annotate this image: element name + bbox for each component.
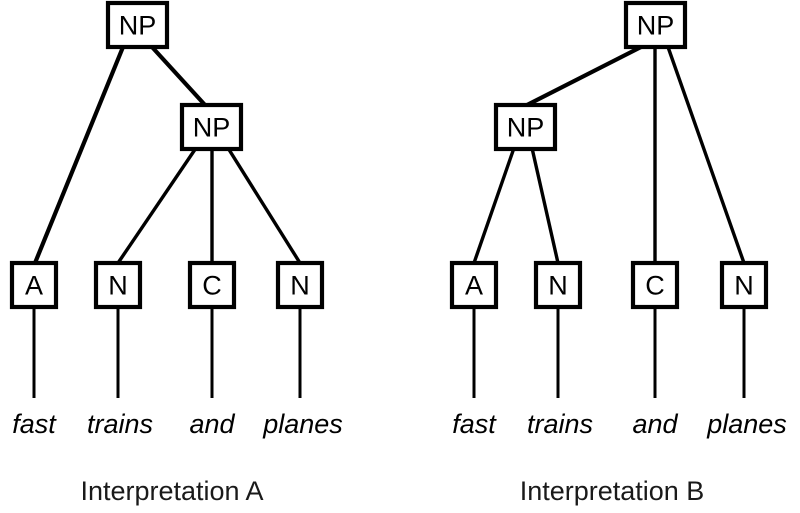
tree-node-a-np-sub[interactable]: NP (179, 102, 244, 152)
node-box-a-pos-n2 (275, 260, 325, 310)
edge-group-interpretation-a (32, 45, 302, 398)
node-label-a-pos-a: A (25, 271, 43, 301)
tree-node-a-pos-n2[interactable]: N (275, 260, 325, 310)
node-box-a-np-root (105, 0, 170, 50)
node-box-a-pos-c (187, 260, 237, 310)
node-box-b-pos-n2 (719, 260, 769, 310)
node-group-interpretation-b: NP NP A N C N (449, 0, 769, 310)
leaf-word-b-word-2: trains (527, 409, 593, 439)
node-label-a-pos-n1: N (108, 271, 128, 301)
tree-caption-interpretation-b: Interpretation B (520, 476, 705, 506)
leaf-word-b-word-1: fast (452, 409, 497, 439)
tree-edge-a-np-root-to-a-np-sub (150, 45, 207, 107)
node-box-a-pos-n1 (93, 260, 143, 310)
node-label-a-pos-c: C (202, 271, 222, 301)
node-box-b-pos-a (449, 260, 499, 310)
leaf-word-a-word-4: planes (262, 409, 343, 439)
node-label-a-pos-n2: N (290, 271, 310, 301)
leaf-word-b-word-4: planes (706, 409, 787, 439)
tree-node-b-pos-n1[interactable]: N (533, 260, 583, 310)
tree-node-b-pos-c[interactable]: C (630, 260, 680, 310)
node-label-a-np-sub: NP (193, 113, 231, 143)
tree-edge-a-np-sub-to-a-pos-n2 (226, 147, 302, 264)
tree-node-b-pos-a[interactable]: A (449, 260, 499, 310)
node-box-b-pos-c (630, 260, 680, 310)
node-label-b-np-sub: NP (507, 113, 545, 143)
tree-node-a-np-root[interactable]: NP (105, 0, 170, 50)
tree-node-a-pos-a[interactable]: A (9, 260, 59, 310)
tree-edge-b-np-sub-to-b-pos-a (472, 147, 516, 264)
tree-edge-a-np-sub-to-a-pos-n1 (116, 147, 198, 264)
node-box-a-np-sub (179, 102, 244, 152)
node-box-a-pos-a (9, 260, 59, 310)
tree-node-b-np-root[interactable]: NP (623, 0, 688, 50)
edge-group-interpretation-b (472, 45, 746, 398)
node-box-b-pos-n1 (533, 260, 583, 310)
node-label-b-np-root: NP (637, 11, 675, 41)
tree-node-a-pos-c[interactable]: C (187, 260, 237, 310)
word-group-interpretation-a: fast trains and planes (12, 409, 343, 439)
node-box-b-np-root (623, 0, 688, 50)
node-label-b-pos-n2: N (734, 271, 754, 301)
node-label-b-pos-a: A (465, 271, 483, 301)
tree-edge-b-np-root-to-b-np-sub (526, 45, 642, 107)
leaf-word-b-word-3: and (632, 409, 678, 439)
tree-caption-interpretation-a: Interpretation A (80, 476, 263, 506)
node-label-b-pos-c: C (645, 271, 665, 301)
tree-edge-a-np-root-to-a-pos-a (33, 46, 125, 264)
node-label-a-np-root: NP (119, 11, 157, 41)
leaf-word-a-word-2: trains (87, 409, 153, 439)
node-box-b-np-sub (493, 102, 558, 152)
node-label-b-pos-n1: N (548, 271, 568, 301)
tree-edge-b-np-root-to-b-pos-n2 (666, 46, 746, 264)
node-group-interpretation-a: NP NP A N C N (9, 0, 325, 310)
tree-edge-b-np-sub-to-b-pos-n1 (530, 147, 560, 264)
tree-node-a-pos-n1[interactable]: N (93, 260, 143, 310)
leaf-word-a-word-3: and (189, 409, 235, 439)
word-group-interpretation-b: fast trains and planes (452, 409, 787, 439)
tree-node-b-np-sub[interactable]: NP (493, 102, 558, 152)
tree-node-b-pos-n2[interactable]: N (719, 260, 769, 310)
leaf-word-a-word-1: fast (12, 409, 57, 439)
